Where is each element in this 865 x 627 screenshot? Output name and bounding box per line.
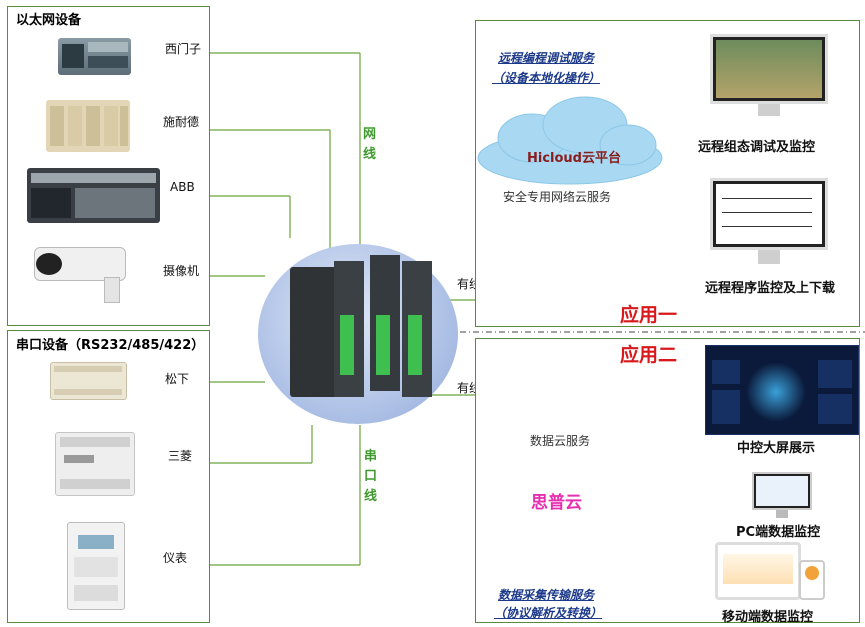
siemens-plc-image — [58, 38, 131, 75]
dashboard-display-label: 中控大屏展示 — [737, 441, 816, 456]
scada-monitor-image — [710, 34, 828, 120]
meter-image — [67, 522, 125, 610]
remote-programming-service-title: 远程编程调试服务 — [498, 51, 595, 65]
device-label-mitsubishi: 三菱 — [168, 449, 193, 463]
serial-panel-title: 串口设备（RS232/485/422） — [16, 338, 205, 353]
sipu-cloud-label: 思普云 — [531, 493, 582, 513]
pc-monitoring-label: PC端数据监控 — [736, 525, 821, 540]
device-label-camera: 摄像机 — [163, 264, 200, 278]
device-label-siemens: 西门子 — [165, 42, 202, 56]
mitsubishi-plc-image — [55, 432, 135, 496]
application-two-tag: 应用二 — [620, 344, 678, 366]
program-monitor-image — [710, 178, 828, 268]
data-acquisition-service-title: 数据采集传输服务 — [498, 588, 595, 602]
panasonic-plc-image — [50, 362, 127, 400]
mobile-device-image — [715, 542, 825, 602]
application-one-tag: 应用一 — [620, 304, 678, 326]
data-acquisition-service-subtitle: （协议解析及转换） — [494, 606, 603, 620]
pc-monitor-image — [752, 472, 812, 518]
device-label-abb: ABB — [170, 180, 195, 194]
device-label-schneider: 施耐德 — [163, 115, 200, 129]
remote-programming-service-subtitle: （设备本地化操作） — [492, 71, 601, 85]
camera-image — [34, 243, 134, 303]
gateway-device-image — [290, 245, 438, 403]
device-label-panasonic: 松下 — [165, 372, 190, 386]
dashboard-screen-image — [705, 345, 859, 435]
abb-plc-image — [27, 168, 160, 223]
ethernet-panel-title: 以太网设备 — [16, 13, 82, 28]
device-label-meter: 仪表 — [163, 551, 188, 565]
hicloud-platform-label: Hicloud云平台 — [527, 151, 621, 166]
remote-program-upload-label: 远程程序监控及上下载 — [705, 281, 836, 296]
network-cable-label: 网 线 — [363, 127, 377, 162]
schneider-plc-image — [46, 100, 130, 152]
remote-scada-debug-label: 远程组态调试及监控 — [698, 140, 816, 155]
mobile-monitoring-label: 移动端数据监控 — [722, 610, 814, 625]
data-cloud-caption: 数据云服务 — [530, 434, 591, 448]
hicloud-caption: 安全专用网络云服务 — [503, 190, 612, 204]
serial-cable-label: 串 口 线 — [364, 449, 378, 504]
